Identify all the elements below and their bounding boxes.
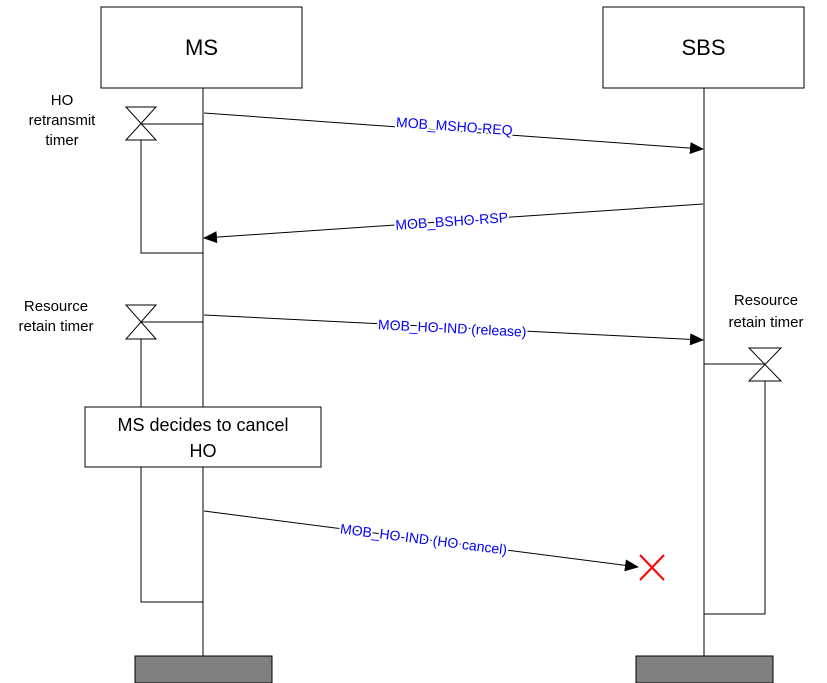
cancel-x-icon — [639, 554, 665, 581]
sbs-resource-retain-timer: Resource retain timer — [704, 292, 804, 615]
ho-retransmit-timer-label-line1: HO — [51, 92, 74, 109]
message-label: MOB_BSHO-RSP — [395, 209, 509, 233]
ms-entity-box — [100, 6, 303, 89]
message-mob-msho-req: MOB_MSHO-REQ — [203, 112, 704, 155]
ms-entity-label: MS — [185, 35, 218, 60]
message-mob-ho-ind-ho-cancel: MOB_HO-IND (HO cancel) — [203, 510, 639, 572]
sbs-entity-box — [602, 6, 805, 89]
message-label: MOB_MSHO-REQ — [396, 114, 514, 138]
ho-retransmit-timer-label-line3: timer — [45, 132, 78, 149]
ho-retransmit-timer-label-line2: retransmit — [29, 112, 97, 129]
message-mob-bsho-rsp: MOB_BSHO-RSP — [203, 203, 704, 244]
message-label: MOB_HO-IND (release) — [378, 316, 527, 339]
ms-resource-retain-timer-label-line1: Resource — [24, 298, 88, 315]
sbs-bottom-block — [635, 655, 774, 683]
ms-resource-retain-timer-label-line2: retain timer — [18, 318, 93, 335]
ms-resource-retain-timer: Resource retain timer — [18, 298, 203, 603]
ho-retransmit-timer: HO retransmit timer — [29, 92, 203, 254]
sbs-resource-retain-timer-label-line1: Resource — [734, 292, 798, 309]
ms-bottom-block — [134, 655, 273, 683]
message-mob-ho-ind-release: MOB_HO-IND (release) — [203, 314, 704, 346]
message-label: MOB_HO-IND (HO cancel) — [339, 520, 508, 557]
sbs-resource-retain-timer-label-line2: retain timer — [728, 314, 803, 331]
decision-box: MS decides to cancel HO — [84, 406, 322, 468]
sbs-entity-label: SBS — [681, 35, 725, 60]
decision-box-line1: MS decides to cancel — [117, 415, 288, 435]
decision-box-line2: HO — [190, 441, 217, 461]
